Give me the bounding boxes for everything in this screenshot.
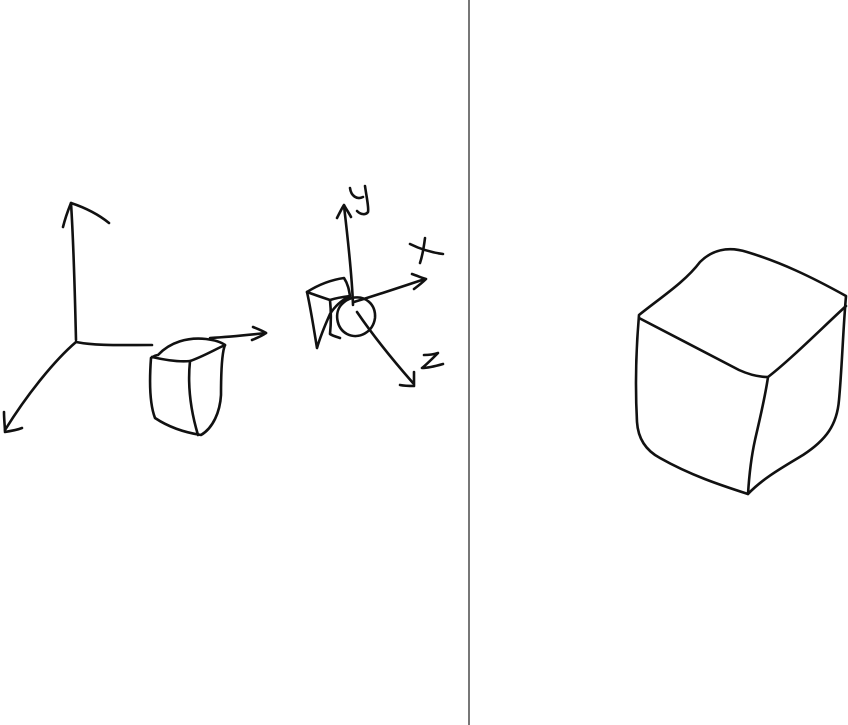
- rotated-cube: [307, 278, 375, 348]
- rotation-circle-icon: [337, 297, 375, 336]
- large-cube: [636, 249, 846, 494]
- small-cube: [150, 327, 266, 435]
- world-axes: [4, 203, 152, 432]
- large-cube-vertical-edge: [748, 377, 768, 494]
- local-axes: [337, 186, 443, 386]
- local-z-label-glyph: [422, 353, 443, 368]
- world-y-axis: [71, 203, 76, 340]
- right-panel: [636, 249, 846, 494]
- small-cube-top-edge: [152, 345, 225, 361]
- large-cube-top-front-edge: [639, 306, 846, 377]
- world-z-axis: [5, 342, 76, 430]
- local-y-label-glyph: [350, 186, 368, 214]
- rotated-cube-outline: [307, 278, 350, 348]
- local-z-axis: [357, 312, 413, 383]
- world-x-axis: [76, 342, 152, 345]
- small-cube-vertical-edge: [189, 361, 198, 435]
- small-cube-outline: [150, 339, 225, 435]
- left-panel: [4, 186, 443, 435]
- local-z-arrowhead-icon: [400, 372, 414, 386]
- local-x-label-glyph: [410, 238, 443, 263]
- world-y-arrowhead-icon: [63, 203, 109, 227]
